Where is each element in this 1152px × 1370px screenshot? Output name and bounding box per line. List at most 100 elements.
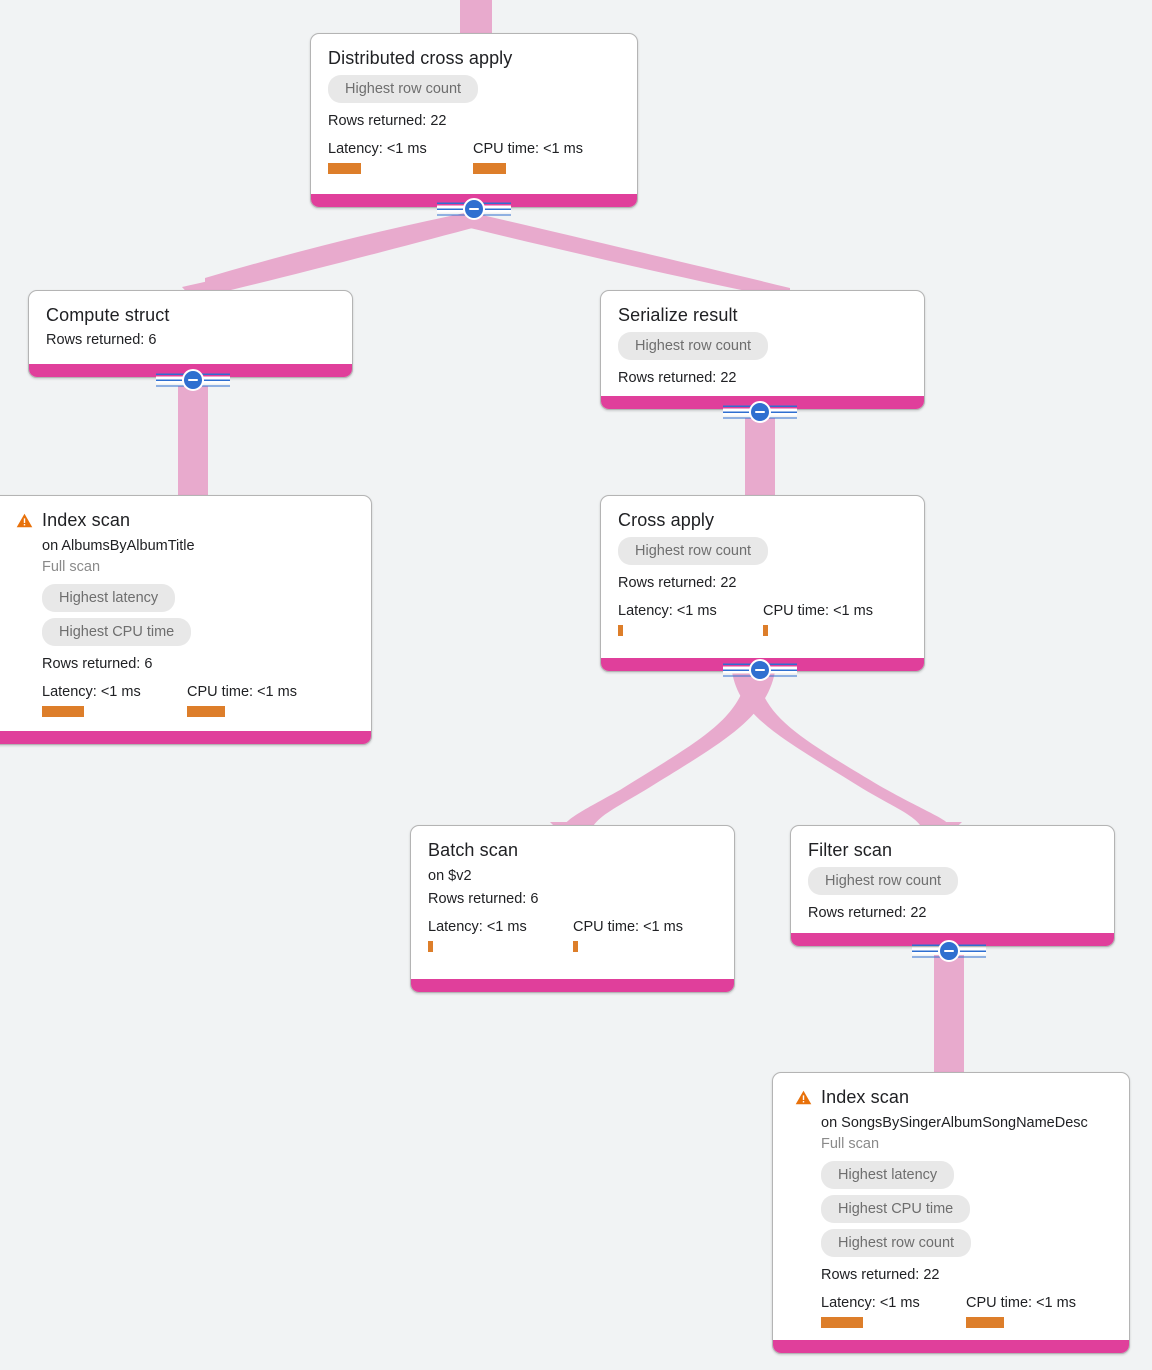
badge-highest-cpu-time: Highest CPU time <box>42 618 192 646</box>
node-target: on AlbumsByAlbumTitle <box>42 538 195 554</box>
collapse-button-cross-apply[interactable] <box>723 659 797 681</box>
plan-node-batch-scan[interactable]: Batch scan on $v2 Rows returned: 6 Laten… <box>410 825 735 993</box>
node-body: Batch scan on $v2 Rows returned: 6 Laten… <box>411 826 734 968</box>
node-header: Batch scan <box>428 839 717 861</box>
metric-latency: Latency: <1 ms <box>428 918 573 952</box>
metric-latency-bar <box>328 163 361 174</box>
warning-triangle-icon <box>795 1090 812 1105</box>
node-title: Cross apply <box>618 510 715 530</box>
plan-node-serialize-result[interactable]: Serialize result Highest row count Rows … <box>600 290 925 410</box>
minus-icon <box>463 198 485 220</box>
node-metrics: Latency: <1 ms CPU time: <1 ms <box>328 140 620 174</box>
node-target: on $v2 <box>428 868 472 884</box>
node-badges: Highest latency Highest CPU time Highest… <box>821 1161 1112 1263</box>
metric-latency: Latency: <1 ms <box>821 1294 966 1328</box>
node-rows-returned: Rows returned: 6 <box>46 332 157 348</box>
metric-cpu-bar <box>187 706 225 717</box>
metric-cpu-bar <box>763 625 768 636</box>
metric-latency-bar <box>618 625 623 636</box>
node-scan-type: Full scan <box>42 559 101 575</box>
warning-triangle-icon <box>16 513 33 528</box>
node-accent-bar <box>0 731 371 744</box>
node-badges: Highest row count <box>618 332 907 366</box>
node-body: Index scan on AlbumsByAlbumTitle Full sc… <box>0 496 371 733</box>
metric-latency: Latency: <1 ms <box>42 683 187 717</box>
badge-highest-cpu-time: Highest CPU time <box>821 1195 971 1223</box>
edge-root-to-compute-struct-tail <box>182 214 480 296</box>
metric-latency-label: Latency: <1 ms <box>618 603 717 619</box>
node-rows-returned: Rows returned: 6 <box>42 656 153 672</box>
node-body: Filter scan Highest row count Rows retur… <box>791 826 1114 939</box>
node-body: Distributed cross apply Highest row coun… <box>311 34 637 190</box>
node-target: on SongsBySingerAlbumSongNameDesc <box>821 1115 1088 1131</box>
node-header: Distributed cross apply <box>328 47 620 69</box>
collapse-button-distributed-cross-apply[interactable] <box>437 198 511 220</box>
badge-highest-row-count: Highest row count <box>618 537 769 565</box>
node-header: Filter scan <box>808 839 1097 861</box>
node-header: Compute struct <box>46 304 335 326</box>
metric-latency-label: Latency: <1 ms <box>428 919 527 935</box>
node-rows-returned: Rows returned: 22 <box>328 113 447 129</box>
node-rows-returned: Rows returned: 22 <box>808 905 927 921</box>
metric-cpu-label: CPU time: <1 ms <box>763 603 873 619</box>
node-body: Index scan on SongsBySingerAlbumSongName… <box>773 1073 1129 1344</box>
metric-cpu-time: CPU time: <1 ms <box>573 918 683 952</box>
metric-cpu-label: CPU time: <1 ms <box>187 684 297 700</box>
edge-compute-to-indexscan <box>178 386 208 498</box>
edge-crossapply-to-batchscan <box>562 672 775 828</box>
plan-node-distributed-cross-apply[interactable]: Distributed cross apply Highest row coun… <box>310 33 638 208</box>
plan-node-cross-apply[interactable]: Cross apply Highest row count Rows retur… <box>600 495 925 672</box>
collapse-button-serialize-result[interactable] <box>723 401 797 423</box>
metric-cpu-label: CPU time: <1 ms <box>966 1295 1076 1311</box>
metric-latency-bar <box>42 706 84 717</box>
node-accent-bar <box>791 933 1114 946</box>
metric-cpu-label: CPU time: <1 ms <box>573 919 683 935</box>
node-badges: Highest row count <box>618 537 907 571</box>
node-title: Batch scan <box>428 840 519 860</box>
edge-root-to-serialize <box>470 214 790 300</box>
badge-highest-latency: Highest latency <box>42 584 176 612</box>
badge-highest-row-count: Highest row count <box>821 1229 972 1257</box>
metric-latency-label: Latency: <1 ms <box>821 1295 920 1311</box>
metric-cpu-bar <box>573 941 578 952</box>
node-metrics: Latency: <1 ms CPU time: <1 ms <box>618 602 907 636</box>
edge-crossapply-to-filterscan <box>732 672 952 828</box>
metric-cpu-time: CPU time: <1 ms <box>473 140 583 174</box>
node-metrics: Latency: <1 ms CPU time: <1 ms <box>42 683 354 717</box>
metric-cpu-bar <box>966 1317 1004 1328</box>
collapse-button-filter-scan[interactable] <box>912 940 986 962</box>
minus-icon <box>749 659 771 681</box>
metric-latency-label: Latency: <1 ms <box>328 141 427 157</box>
node-rows-returned: Rows returned: 22 <box>618 575 737 591</box>
node-rows-returned: Rows returned: 6 <box>428 891 539 907</box>
metric-latency: Latency: <1 ms <box>328 140 473 174</box>
node-metrics: Latency: <1 ms CPU time: <1 ms <box>821 1294 1112 1328</box>
node-title: Compute struct <box>46 305 170 325</box>
node-header: Index scan <box>16 509 354 531</box>
metric-cpu-time: CPU time: <1 ms <box>763 602 873 636</box>
node-rows-returned: Rows returned: 22 <box>618 370 737 386</box>
plan-node-filter-scan[interactable]: Filter scan Highest row count Rows retur… <box>790 825 1115 947</box>
edge-filterscan-to-indexscan <box>934 955 964 1073</box>
node-accent-bar <box>411 979 734 992</box>
node-accent-bar <box>773 1340 1129 1353</box>
plan-node-index-scan-songs[interactable]: Index scan on SongsBySingerAlbumSongName… <box>772 1072 1130 1354</box>
node-rows-returned: Rows returned: 22 <box>821 1267 940 1283</box>
badge-highest-row-count: Highest row count <box>618 332 769 360</box>
plan-node-index-scan-albums[interactable]: Index scan on AlbumsByAlbumTitle Full sc… <box>0 495 372 745</box>
node-metrics: Latency: <1 ms CPU time: <1 ms <box>428 918 717 952</box>
node-body: Serialize result Highest row count Rows … <box>601 291 924 404</box>
metric-cpu-time: CPU time: <1 ms <box>966 1294 1076 1328</box>
node-title: Distributed cross apply <box>328 48 513 68</box>
edge-root-to-compute-struct <box>205 212 480 292</box>
metric-latency-bar <box>821 1317 863 1328</box>
edge-top-stub <box>460 0 492 36</box>
metric-latency: Latency: <1 ms <box>618 602 763 636</box>
plan-node-compute-struct[interactable]: Compute struct Rows returned: 6 <box>28 290 353 378</box>
edge-serialize-to-crossapply <box>745 418 775 498</box>
node-scan-type: Full scan <box>821 1136 880 1152</box>
collapse-button-compute-struct[interactable] <box>156 369 230 391</box>
minus-icon <box>938 940 960 962</box>
metric-cpu-label: CPU time: <1 ms <box>473 141 583 157</box>
